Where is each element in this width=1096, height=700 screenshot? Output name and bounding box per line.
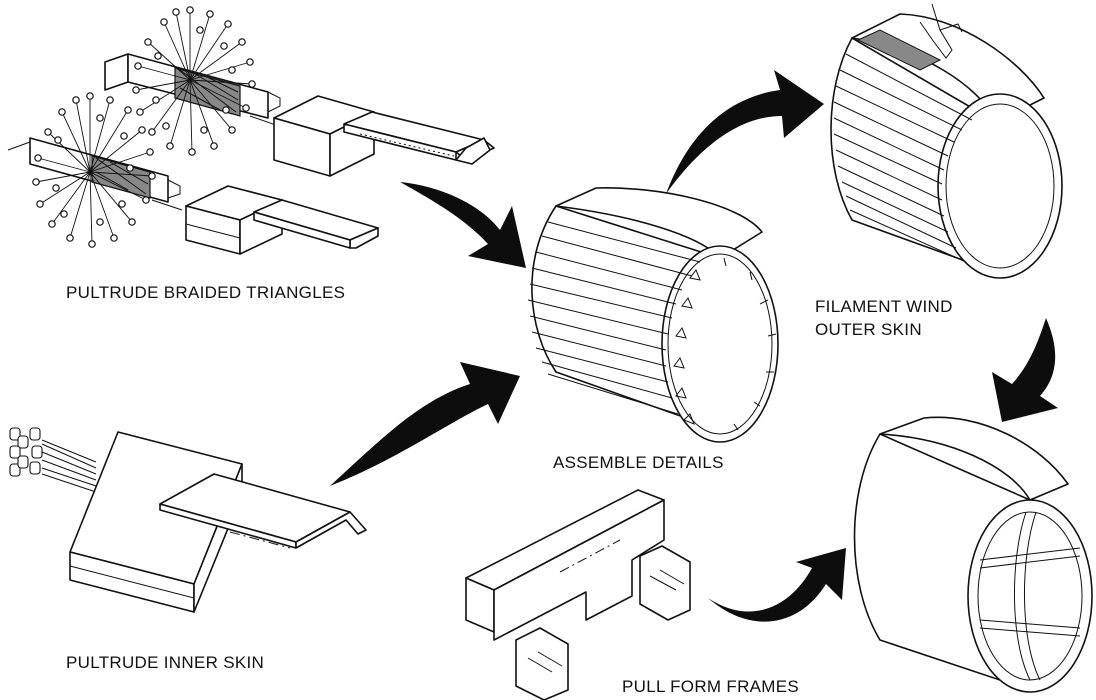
pultrusion-die-upper (273, 95, 495, 177)
inner-skin-pultrusion (9, 427, 367, 613)
pultrusion-die-lower (185, 185, 379, 255)
label-pultrude-inner-skin: PULTRUDE INNER SKIN (66, 653, 265, 672)
label-pull-form-frames: PULL FORM FRAMES (622, 677, 800, 696)
arrow-innerskin-to-assemble (330, 362, 520, 486)
frame-pull-forming (465, 489, 691, 700)
label-pultrude-braided-triangles: PULTRUDE BRAIDED TRIANGLES (66, 283, 346, 302)
label-assemble-details: ASSEMBLE DETAILS (553, 453, 724, 472)
braider-machine-lower (7, 92, 183, 248)
final-fuselage-section (853, 416, 1093, 693)
wound-cylinder (830, 3, 1063, 279)
arrow-wind-to-final (992, 318, 1058, 422)
arrow-assemble-to-wind (666, 70, 824, 194)
assembled-cylinder (527, 187, 779, 443)
arrow-frames-to-final (708, 548, 846, 622)
process-arrows (330, 70, 1058, 622)
braider-machine-upper (104, 6, 291, 156)
label-filament-wind: FILAMENT WIND (815, 297, 953, 316)
arrow-braid-to-assemble (400, 182, 526, 268)
label-outer-skin: OUTER SKIN (815, 320, 922, 339)
